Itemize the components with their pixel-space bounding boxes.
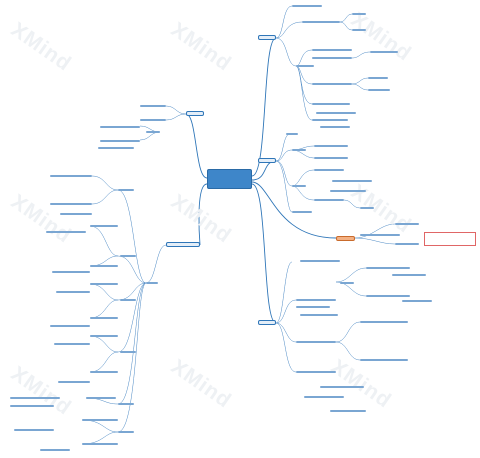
- central-topic[interactable]: [207, 169, 252, 189]
- subtopic-text[interactable]: [10, 397, 60, 399]
- subtopic-text[interactable]: [366, 295, 410, 297]
- main-topic-r1[interactable]: [258, 35, 276, 40]
- subtopic-text[interactable]: [302, 21, 340, 23]
- subtopic-text[interactable]: [304, 396, 344, 398]
- subtopic-text[interactable]: [60, 213, 92, 215]
- subtopic-text[interactable]: [296, 65, 314, 67]
- subtopic-text[interactable]: [312, 57, 352, 59]
- subtopic-text[interactable]: [300, 260, 340, 262]
- subtopic-text[interactable]: [360, 207, 374, 209]
- subtopic-text[interactable]: [312, 103, 350, 105]
- callout-note[interactable]: [424, 232, 476, 246]
- subtopic-text[interactable]: [82, 443, 118, 445]
- subtopic-text[interactable]: [402, 300, 432, 302]
- subtopic-text[interactable]: [50, 325, 90, 327]
- subtopic-text[interactable]: [352, 29, 366, 31]
- subtopic-text[interactable]: [300, 314, 338, 316]
- subtopic-text[interactable]: [120, 351, 136, 353]
- subtopic-text[interactable]: [118, 431, 134, 433]
- subtopic-text[interactable]: [296, 306, 330, 308]
- subtopic-text[interactable]: [352, 13, 366, 15]
- subtopic-text[interactable]: [90, 317, 118, 319]
- subtopic-text[interactable]: [330, 410, 366, 412]
- subtopic-text[interactable]: [90, 225, 118, 227]
- subtopic-text[interactable]: [90, 283, 118, 285]
- main-topic-l2[interactable]: [166, 242, 200, 247]
- subtopic-text[interactable]: [296, 341, 336, 343]
- subtopic-text[interactable]: [52, 271, 90, 273]
- subtopic-text[interactable]: [320, 386, 364, 388]
- subtopic-text[interactable]: [292, 185, 306, 187]
- subtopic-text[interactable]: [360, 234, 400, 236]
- main-topic-r2[interactable]: [258, 158, 276, 163]
- subtopic-text[interactable]: [118, 189, 134, 191]
- subtopic-text[interactable]: [392, 274, 426, 276]
- subtopic-text[interactable]: [312, 83, 352, 85]
- subtopic-text[interactable]: [10, 405, 54, 407]
- subtopic-text[interactable]: [146, 282, 158, 284]
- subtopic-text[interactable]: [120, 299, 136, 301]
- subtopic-text[interactable]: [292, 149, 306, 151]
- subtopic-text[interactable]: [100, 126, 140, 128]
- subtopic-text[interactable]: [286, 133, 298, 135]
- subtopic-text[interactable]: [54, 343, 90, 345]
- subtopic-text[interactable]: [58, 381, 90, 383]
- main-topic-r4[interactable]: [258, 320, 276, 325]
- subtopic-text[interactable]: [140, 105, 166, 107]
- subtopic-text[interactable]: [14, 429, 54, 431]
- subtopic-text[interactable]: [120, 255, 136, 257]
- subtopic-text[interactable]: [100, 140, 140, 142]
- subtopic-text[interactable]: [395, 243, 419, 245]
- subtopic-text[interactable]: [368, 77, 388, 79]
- subtopic-text[interactable]: [140, 119, 166, 121]
- subtopic-text[interactable]: [332, 180, 372, 182]
- subtopic-text[interactable]: [98, 147, 134, 149]
- subtopic-text[interactable]: [296, 299, 336, 301]
- subtopic-text[interactable]: [312, 49, 352, 51]
- main-topic-r3[interactable]: [336, 236, 355, 241]
- subtopic-text[interactable]: [292, 211, 312, 213]
- subtopic-text[interactable]: [46, 231, 86, 233]
- subtopic-text[interactable]: [314, 199, 344, 201]
- subtopic-text[interactable]: [366, 267, 410, 269]
- subtopic-text[interactable]: [296, 371, 336, 373]
- subtopic-text[interactable]: [330, 190, 366, 192]
- subtopic-text[interactable]: [314, 145, 348, 147]
- subtopic-text[interactable]: [360, 321, 408, 323]
- subtopic-text[interactable]: [90, 371, 118, 373]
- subtopic-text[interactable]: [146, 131, 160, 133]
- subtopic-text[interactable]: [340, 282, 354, 284]
- subtopic-text[interactable]: [368, 89, 390, 91]
- subtopic-text[interactable]: [90, 335, 118, 337]
- subtopic-text[interactable]: [40, 449, 70, 451]
- subtopic-text[interactable]: [50, 175, 92, 177]
- subtopic-text[interactable]: [56, 291, 90, 293]
- subtopic-text[interactable]: [370, 51, 398, 53]
- subtopic-text[interactable]: [360, 359, 408, 361]
- subtopic-text[interactable]: [316, 112, 356, 114]
- subtopic-text[interactable]: [50, 203, 92, 205]
- subtopic-text[interactable]: [320, 126, 350, 128]
- subtopic-text[interactable]: [312, 119, 348, 121]
- main-topic-l1[interactable]: [186, 111, 204, 116]
- subtopic-text[interactable]: [86, 397, 116, 399]
- subtopic-text[interactable]: [118, 403, 134, 405]
- subtopic-text[interactable]: [314, 157, 348, 159]
- subtopic-text[interactable]: [82, 419, 118, 421]
- subtopic-text[interactable]: [395, 223, 419, 225]
- subtopic-text[interactable]: [314, 169, 344, 171]
- subtopic-text[interactable]: [90, 265, 118, 267]
- subtopic-text[interactable]: [292, 5, 322, 7]
